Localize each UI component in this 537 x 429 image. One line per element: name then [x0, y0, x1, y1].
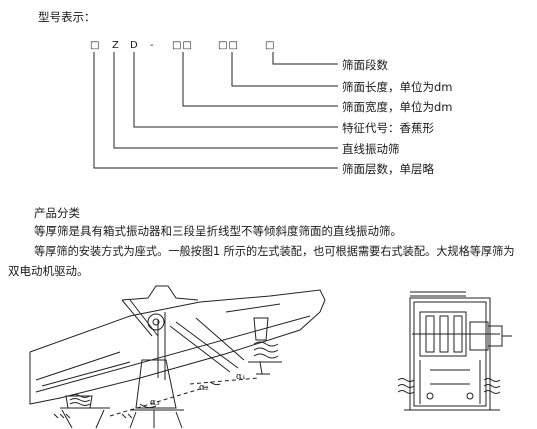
screen-side-view-figure — [29, 285, 326, 429]
angle-label-alpha1: α₁ — [236, 372, 246, 382]
callout-feature: 特征代号：香蕉形 — [342, 121, 434, 135]
paragraph-2-line-1: 等厚筛的安装方式为座式。一般按图1 所示的左式装配，也可根据需要右式装配。大规格… — [34, 245, 515, 258]
screen-end-view-figure — [397, 291, 512, 411]
callout-width: 筛面宽度，单位为dm — [342, 100, 453, 114]
callout-sections: 筛面段数 — [342, 58, 388, 72]
model-code-box4: □ — [265, 40, 276, 51]
callout-length: 筛面长度，单位为dm — [342, 80, 453, 94]
model-code-dash: - — [150, 40, 155, 51]
model-code-box3: □□ — [218, 40, 239, 51]
section-title: 产品分类 — [34, 206, 80, 220]
paragraph-2-line-2: 双电动机驱动。 — [8, 264, 89, 278]
model-heading: 型号表示： — [38, 10, 96, 24]
model-code-box2: □□ — [172, 40, 193, 51]
paragraph-1: 等厚筛是具有箱式振动器和三段呈折线型不等倾斜度筛面的直线振动筛。 — [34, 224, 402, 238]
model-code-box1: □ — [90, 40, 101, 51]
model-code-z: Z — [112, 40, 120, 51]
angle-label-alpha2: α₂ — [199, 383, 209, 393]
callout-layers: 筛面层数，单层略 — [342, 162, 434, 176]
callout-leader-lines — [93, 52, 338, 169]
model-code-d: D — [130, 40, 139, 51]
callout-linear: 直线振动筛 — [342, 142, 400, 156]
angle-label-alpha3: α₃ — [150, 398, 160, 408]
